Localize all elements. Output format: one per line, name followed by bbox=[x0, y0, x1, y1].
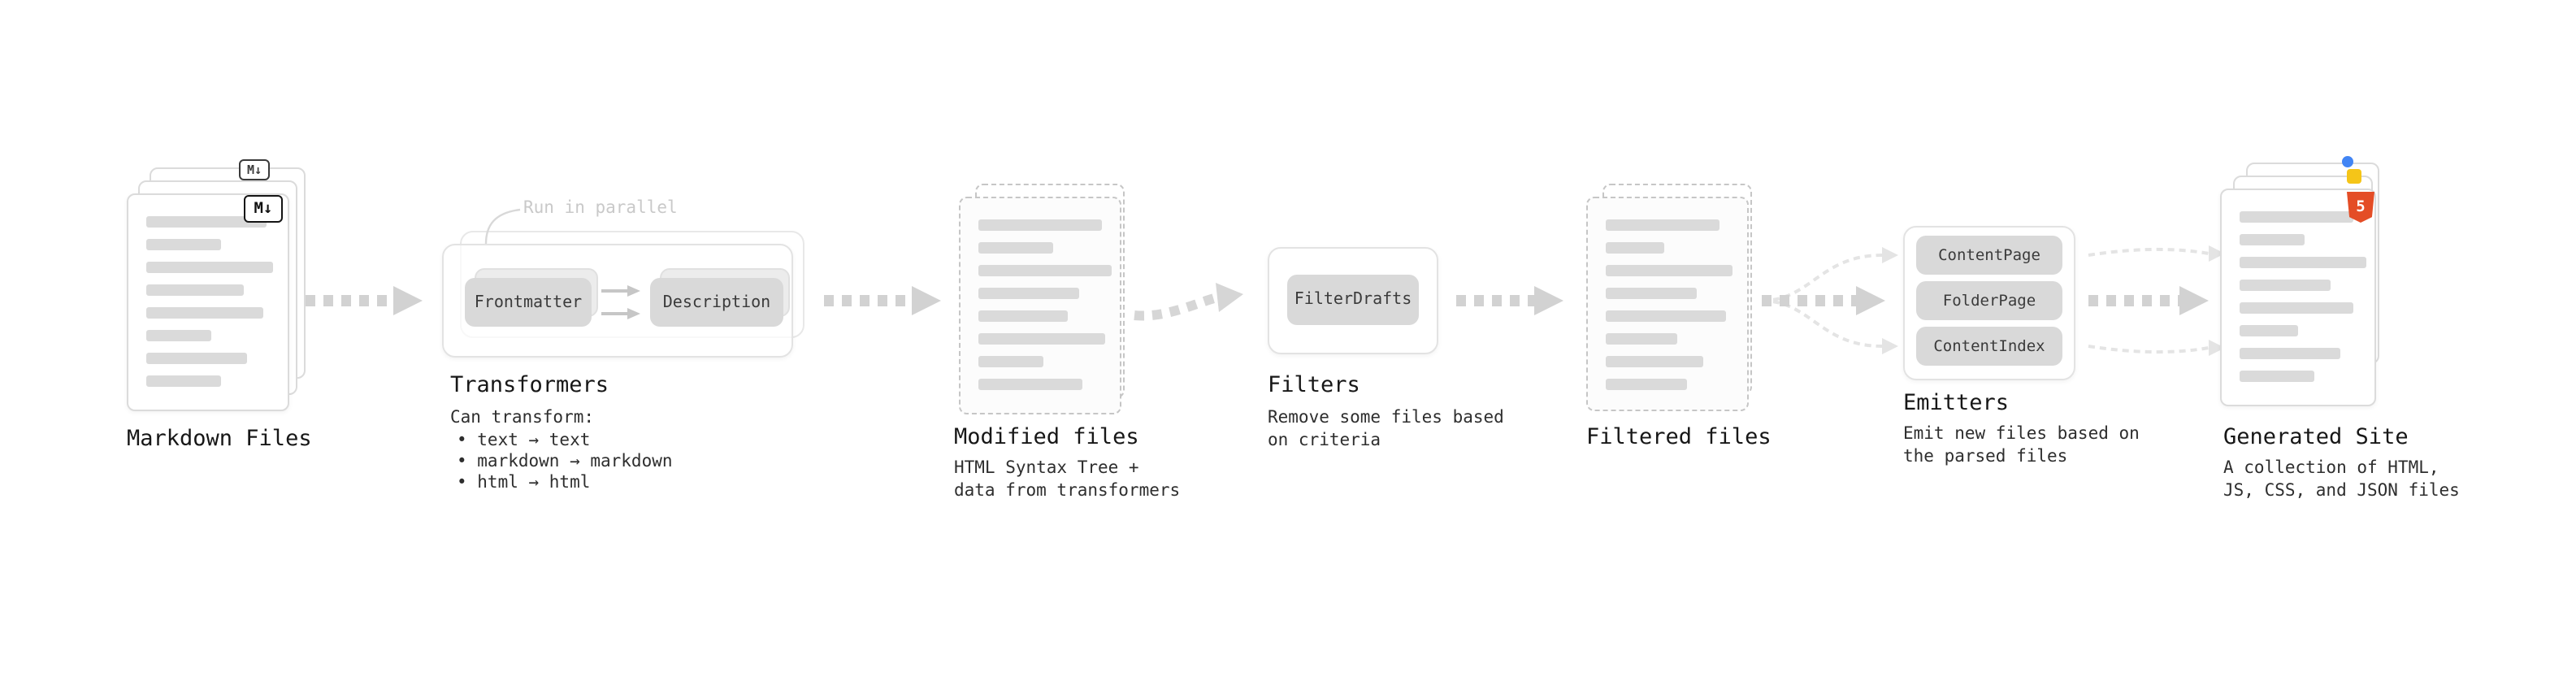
filters-description: Remove some files based on criteria bbox=[1268, 408, 1504, 449]
document-text-placeholder bbox=[961, 198, 1120, 390]
skeleton-line bbox=[2240, 371, 2314, 382]
contentindex-emitter-pill: ContentIndex bbox=[1916, 327, 2062, 366]
skeleton-line bbox=[978, 265, 1112, 276]
skeleton-line bbox=[2240, 234, 2305, 245]
skeleton-line bbox=[146, 262, 273, 273]
markdown-files-title: Markdown Files bbox=[127, 426, 312, 452]
contentpage-emitter-pill: ContentPage bbox=[1916, 236, 2062, 275]
skeleton-line bbox=[978, 242, 1053, 254]
annotation-connector-line bbox=[484, 208, 521, 245]
blue-dot-icon bbox=[2342, 156, 2353, 167]
modified-files-card bbox=[959, 197, 1121, 414]
flow-arrow-icon bbox=[824, 286, 941, 315]
skeleton-line bbox=[2240, 302, 2353, 314]
filtered-files-card bbox=[1586, 197, 1749, 411]
folderpage-emitter-pill: FolderPage bbox=[1916, 281, 2062, 320]
skeleton-line bbox=[146, 284, 244, 296]
skeleton-line bbox=[146, 216, 267, 228]
skeleton-line bbox=[1606, 356, 1703, 367]
description-transformer-pill: Description bbox=[650, 278, 783, 327]
generated-site-description: A collection of HTML, JS, CSS, and JSON … bbox=[2223, 458, 2460, 500]
skeleton-line bbox=[978, 379, 1082, 390]
emitters-description: Emit new files based on the parsed files bbox=[1903, 424, 2140, 466]
skeleton-line bbox=[1606, 219, 1720, 231]
filters-title: Filters bbox=[1268, 372, 1360, 398]
frontmatter-transformer-pill: Frontmatter bbox=[465, 278, 592, 327]
markdown-front-card bbox=[127, 193, 289, 411]
skeleton-line bbox=[146, 353, 247, 364]
skeleton-line bbox=[978, 219, 1102, 231]
document-text-placeholder bbox=[2222, 190, 2374, 382]
skeleton-line bbox=[978, 356, 1043, 367]
markdown-icon: M↓ bbox=[239, 159, 270, 180]
fan-in-arrows-icon bbox=[2088, 245, 2225, 356]
document-text-placeholder bbox=[1588, 198, 1747, 390]
skeleton-line bbox=[146, 239, 221, 250]
js-badge-icon bbox=[2347, 169, 2361, 184]
generated-site-front-card bbox=[2220, 189, 2376, 406]
filtered-files-title: Filtered files bbox=[1586, 424, 1772, 450]
skeleton-line bbox=[978, 333, 1105, 345]
skeleton-line bbox=[978, 288, 1079, 299]
markdown-icon: M↓ bbox=[244, 195, 283, 223]
skeleton-line bbox=[978, 310, 1068, 322]
skeleton-line bbox=[1606, 333, 1677, 345]
transformers-bullet-list: • text → text • markdown → markdown • ht… bbox=[457, 431, 673, 494]
skeleton-line bbox=[1606, 242, 1664, 254]
skeleton-line bbox=[1606, 310, 1726, 322]
emitters-title: Emitters bbox=[1903, 390, 2010, 416]
skeleton-line bbox=[2240, 348, 2340, 359]
skeleton-line bbox=[146, 330, 211, 341]
skeleton-line bbox=[2240, 257, 2366, 268]
skeleton-line bbox=[1606, 288, 1697, 299]
skeleton-line bbox=[2240, 211, 2353, 223]
flow-arrow-curved-icon bbox=[1134, 283, 1243, 321]
generated-site-title: Generated Site bbox=[2223, 424, 2409, 450]
parallel-arrows-icon bbox=[601, 285, 640, 319]
fan-out-arrows-icon bbox=[1761, 247, 1898, 354]
bullet-item: • html → html bbox=[457, 473, 591, 492]
skeleton-line bbox=[146, 307, 263, 319]
filterdrafts-pill: FilterDrafts bbox=[1287, 275, 1419, 325]
html5-icon: 5 bbox=[2347, 192, 2374, 223]
transformers-title: Transformers bbox=[450, 372, 609, 398]
document-text-placeholder bbox=[128, 195, 288, 387]
skeleton-line bbox=[2240, 280, 2331, 291]
skeleton-line bbox=[1606, 379, 1687, 390]
skeleton-line bbox=[2240, 325, 2298, 336]
flow-arrow-icon bbox=[1456, 286, 1563, 315]
bullet-item: • text → text bbox=[457, 431, 591, 450]
modified-files-description: HTML Syntax Tree + data from transformer… bbox=[954, 458, 1181, 500]
flow-arrow-icon bbox=[306, 286, 423, 315]
skeleton-line bbox=[146, 375, 221, 387]
bullet-item: • markdown → markdown bbox=[457, 452, 673, 471]
transformers-intro: Can transform: bbox=[450, 408, 595, 427]
run-in-parallel-annotation: Run in parallel bbox=[523, 198, 678, 218]
modified-files-title: Modified files bbox=[954, 424, 1139, 450]
skeleton-line bbox=[1606, 265, 1733, 276]
